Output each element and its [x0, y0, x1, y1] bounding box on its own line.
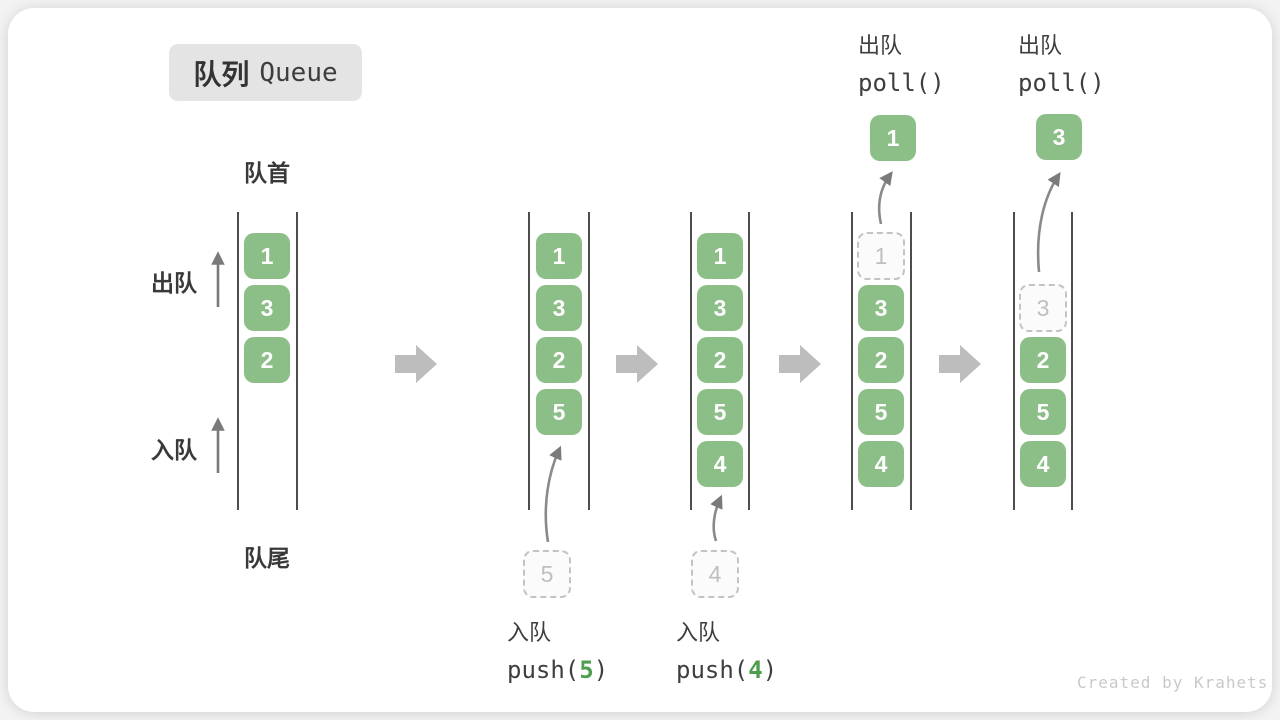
diagram-card	[8, 8, 1272, 712]
dashed-pending-cell: 5	[523, 550, 571, 598]
push-op-b-code: push(4)	[676, 656, 778, 684]
queue-cell: 4	[1020, 441, 1066, 487]
label-queue-front: 队首	[244, 160, 290, 186]
watermark: Created by Krahets	[1077, 673, 1269, 692]
queue-walls-state-1	[237, 212, 298, 510]
push-op-b: 入队 push(4)	[676, 615, 777, 684]
queue-cell: 4	[697, 441, 743, 487]
push-op-b-label: 入队	[676, 620, 721, 645]
queue-cell: 2	[697, 337, 743, 383]
queue-cell: 5	[536, 389, 582, 435]
push-op-a-label: 入队	[507, 620, 552, 645]
push-op-a: 入队 push(5)	[507, 615, 608, 684]
queue-cell: 5	[1020, 389, 1066, 435]
queue-cell: 2	[244, 337, 290, 383]
queue-cell: 2	[536, 337, 582, 383]
queue-cell: 3	[697, 285, 743, 331]
push-op-a-arg: 5	[579, 656, 594, 684]
label-queue-rear: 队尾	[244, 545, 290, 571]
label-enqueue-side: 入队	[151, 437, 197, 463]
title-badge: 队列 Queue	[169, 44, 362, 101]
queue-cell: 3	[244, 285, 290, 331]
title-en: Queue	[259, 57, 338, 88]
poll-op-b: 出队 poll()	[1018, 28, 1105, 97]
dashed-removed-cell: 1	[857, 232, 905, 280]
queue-cell: 2	[1020, 337, 1066, 383]
polled-cell-3: 3	[1036, 114, 1082, 160]
dashed-removed-cell: 3	[1019, 284, 1067, 332]
queue-cell: 3	[536, 285, 582, 331]
dashed-pending-cell: 4	[691, 550, 739, 598]
queue-walls-state-5	[1013, 212, 1073, 510]
label-dequeue-side: 出队	[151, 270, 197, 296]
poll-op-b-label: 出队	[1018, 33, 1063, 58]
queue-cell: 1	[244, 233, 290, 279]
queue-cell: 1	[536, 233, 582, 279]
poll-op-b-code: poll()	[1018, 69, 1105, 97]
push-op-b-arg: 4	[748, 656, 763, 684]
queue-cell: 2	[858, 337, 904, 383]
queue-cell: 5	[858, 389, 904, 435]
queue-walls-state-2	[528, 212, 590, 510]
title-zh: 队列	[193, 58, 250, 90]
queue-cell: 5	[697, 389, 743, 435]
queue-cell: 4	[858, 441, 904, 487]
polled-cell-1: 1	[870, 115, 916, 161]
queue-cell: 3	[858, 285, 904, 331]
queue-cell: 1	[697, 233, 743, 279]
push-op-a-code: push(5)	[507, 656, 609, 684]
poll-op-a-code: poll()	[858, 69, 945, 97]
queue-walls-state-3	[690, 212, 750, 510]
poll-op-a-label: 出队	[858, 33, 903, 58]
queue-walls-state-4	[851, 212, 912, 510]
poll-op-a: 出队 poll()	[858, 28, 945, 97]
